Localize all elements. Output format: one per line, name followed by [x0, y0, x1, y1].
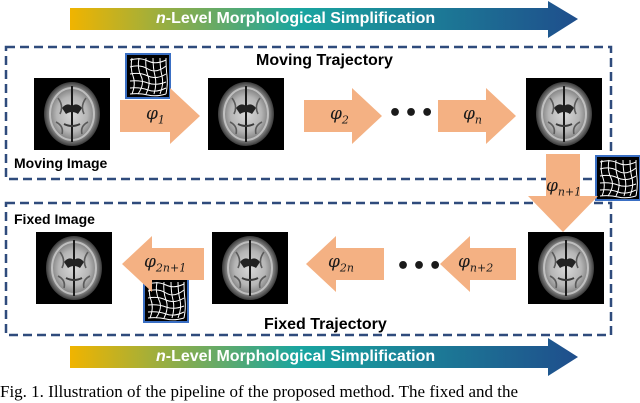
- transform-label-n: φn: [463, 104, 482, 127]
- fixed-trajectory-title: Fixed Trajectory: [264, 316, 387, 333]
- moving-trajectory-box: [4, 45, 613, 181]
- deformation-grid-icon: [125, 53, 171, 99]
- moving-brain-image-2: [207, 77, 285, 151]
- fixed-image-label: Fixed Image: [14, 211, 95, 227]
- fixed-brain-image-n: [527, 231, 605, 305]
- transform-label-2n1: φ2n+1: [144, 252, 187, 275]
- fixed-brain-image-2: [211, 231, 289, 305]
- transform-arrow-n2: [440, 236, 516, 292]
- transform-arrow-n: [438, 88, 516, 144]
- transform-arrow-2n1: [122, 236, 204, 292]
- top-banner-arrow: [70, 1, 578, 38]
- transform-arrow-1: [120, 88, 200, 144]
- transform-label-2: φ2: [330, 104, 349, 127]
- transform-label-2n: φ2n: [328, 252, 354, 275]
- transform-label-1: φ1: [146, 104, 165, 127]
- deformation-grid-icon: [595, 155, 640, 201]
- transform-arrow-2n: [306, 236, 384, 292]
- fixed-brain-image: [35, 231, 113, 305]
- figure-caption: Fig. 1. Illustration of the pipeline of …: [0, 382, 519, 401]
- moving-brain-image: [33, 77, 111, 151]
- top-banner-title: n-Level Morphological Simplification: [156, 10, 436, 27]
- bottom-banner-title: n-Level Morphological Simplification: [156, 348, 436, 365]
- transform-label-n2: φn+2: [458, 252, 494, 275]
- moving-brain-image-n: [525, 77, 603, 151]
- bridge-transform-label: φn+1: [546, 176, 582, 199]
- moving-trajectory-title: Moving Trajectory: [256, 52, 393, 69]
- bottom-banner-arrow: [70, 338, 578, 376]
- fixed-trajectory-box: [4, 201, 613, 337]
- bridge-arrow: [528, 154, 598, 232]
- fixed-ellipsis: •••: [396, 254, 445, 279]
- transform-arrow-2: [304, 88, 382, 144]
- moving-image-label: Moving Image: [14, 155, 108, 171]
- moving-ellipsis: •••: [388, 101, 437, 126]
